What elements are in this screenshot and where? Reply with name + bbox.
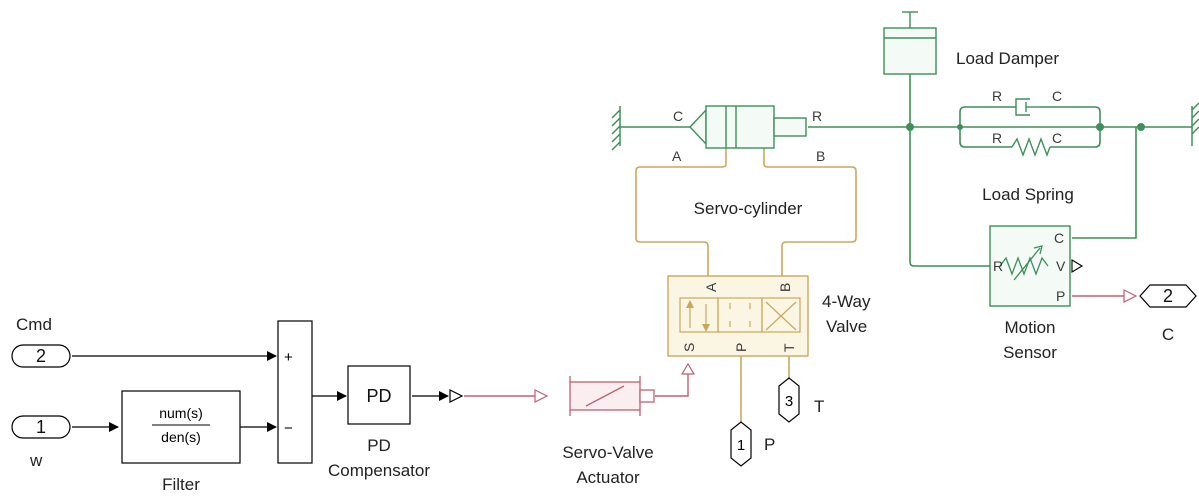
pd-comp-label-2: Compensator [328,461,430,480]
four-way-valve[interactable]: A B S P T [667,275,809,357]
cmd-label: Cmd [16,315,52,334]
load-spring-label: Load Spring [982,185,1074,204]
ground-left [611,106,621,151]
connection-port-p[interactable]: 1 [730,421,752,467]
line-a[interactable] [635,148,727,276]
sva-label-1: Servo-Valve [562,443,653,462]
ps-arrow-actuator [534,389,549,403]
servo-cylinder[interactable] [689,105,807,149]
outport-c-number: 2 [1163,286,1173,306]
ms-port-r: R [993,258,1003,274]
simulink-ps-converter[interactable] [449,389,464,403]
port-t-number: 3 [785,393,793,410]
valve-label-2: Valve [826,317,867,336]
mechanical-lines [620,74,1192,267]
valve-port-t: T [781,343,797,352]
pd-block-text: PD [366,386,391,406]
motion-label-1: Motion [1004,318,1055,337]
ps-simulink-converter[interactable] [1123,289,1138,303]
hydraulic-lines [635,148,857,422]
filter-label: Filter [162,475,200,494]
load-damper-label: Load Damper [956,49,1059,68]
ground-right [1191,102,1199,146]
physical-signal-lines [464,295,1124,397]
outport-c[interactable]: 2 [1139,284,1197,308]
cyl-port-a: A [672,148,682,164]
par-bot-right[interactable] [1050,127,1101,148]
valve-s-port-arrow [680,362,696,375]
load-damper[interactable] [1015,98,1040,116]
inport-cmd-number: 2 [36,346,46,366]
ms-v-arrow [1071,259,1084,273]
load-mass[interactable] [883,11,937,75]
actuator-to-valve-line[interactable] [655,374,689,397]
line-b[interactable] [763,148,857,276]
t-label: T [814,397,824,416]
servo-cyl-label: Servo-cylinder [694,199,803,218]
inport-w[interactable]: 1 [11,415,71,439]
spring-port-c: C [1052,130,1062,146]
tf-denominator: den(s) [161,429,201,445]
inport-w-number: 1 [36,417,46,437]
signal-lines [72,351,449,432]
spring-port-r: R [992,130,1002,146]
sum-minus: − [284,420,293,437]
ms-port-p: P [1056,288,1065,304]
port-p-number: 1 [737,437,745,454]
w-label: w [29,451,43,470]
par-top-right[interactable] [1040,106,1101,127]
sum-block[interactable]: + − [277,320,313,464]
connection-port-t[interactable]: 3 [778,377,800,423]
servo-valve-actuator[interactable] [569,376,655,416]
valve-port-b: B [777,283,793,292]
damper-port-r: R [992,88,1002,104]
load-spring[interactable] [1011,137,1051,157]
ms-port-c: C [1054,230,1064,246]
valve-port-a: A [703,282,719,292]
inport-cmd[interactable]: 2 [11,344,71,368]
pd-block[interactable]: PD [347,365,411,425]
out-c-label: C [1162,325,1174,344]
filter-block[interactable]: num(s) den(s) [121,390,241,464]
par-bot[interactable] [959,127,1012,148]
valve-port-s: S [681,343,697,352]
cyl-port-c: C [673,108,683,124]
valve-port-p: P [733,343,749,352]
damper-port-c: C [1052,88,1062,104]
motion-sensor[interactable] [989,225,1071,307]
cyl-port-r: R [812,108,822,124]
p-label: P [764,435,775,454]
valve-label-1: 4-Way [822,292,871,311]
node-to-sensor[interactable] [909,127,990,267]
tf-numerator: num(s) [159,405,203,421]
sum-plus: + [284,349,293,366]
pd-comp-label-1: PD [367,436,391,455]
ms-port-v: V [1056,258,1066,274]
junction-dots [906,123,1145,131]
sva-label-2: Actuator [576,468,640,487]
motion-label-2: Sensor [1003,343,1057,362]
par-top[interactable] [959,106,1016,127]
cyl-port-b: B [816,148,825,164]
sensor-c-to-rail[interactable] [1072,127,1137,239]
